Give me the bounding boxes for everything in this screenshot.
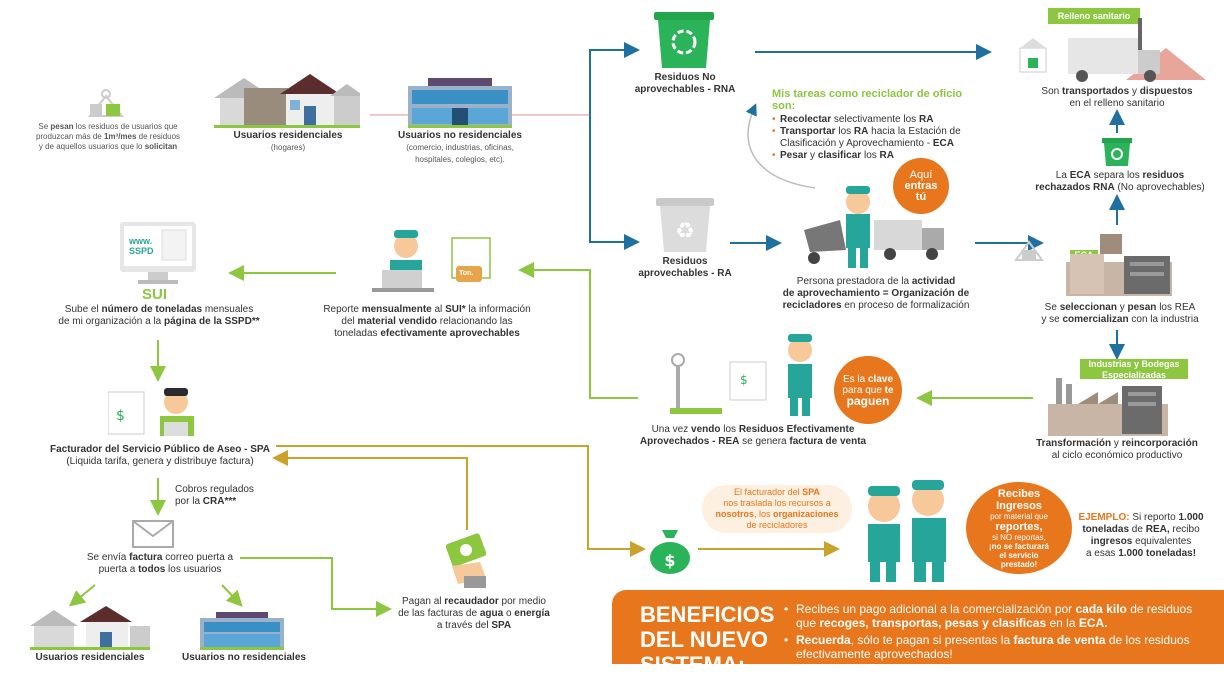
building-icon xyxy=(408,78,512,128)
ton-label: Ton. xyxy=(459,270,474,277)
svg-text:$: $ xyxy=(664,551,675,570)
res-users-label: Usuarios residenciales (hogares) xyxy=(233,130,343,152)
svg-text:♻: ♻ xyxy=(675,219,695,244)
facturador-icon: $ xyxy=(108,388,194,436)
green-bin-icon xyxy=(654,12,714,68)
benefits-panel: BENEFICIOS DEL NUEVO SISTEMA: Recibes un… xyxy=(612,590,1224,677)
factory-icon xyxy=(1048,378,1168,436)
ra-label: Residuos aprovechables - RA xyxy=(638,256,732,279)
industrias-tag: Industrias y Bodegas Especializadas xyxy=(1080,359,1188,380)
industrias-text: Transformación y reincorporación al cicl… xyxy=(1036,438,1198,461)
bottom-res-label: Usuarios residenciales xyxy=(35,652,145,663)
benefits-heading: BENEFICIOS DEL NUEVO SISTEMA: xyxy=(640,602,775,677)
eca-building-icon xyxy=(1066,234,1172,296)
scale-icon xyxy=(87,89,125,117)
benefit-item: Recibes un pago adicional a la comercial… xyxy=(784,602,1214,630)
svg-text:$: $ xyxy=(740,373,748,387)
persona-text: Persona prestadora de la actividad de ap… xyxy=(782,276,970,311)
small-green-bin-icon xyxy=(1102,138,1132,166)
reporting-person-icon xyxy=(372,230,491,292)
task-item: Transportar los RA hacia la Estación de … xyxy=(772,126,972,150)
sui-screen-text: www. SSPD xyxy=(129,236,154,256)
spa-bubble: El facturador del SPA nos traslada los r… xyxy=(702,485,852,533)
pesan-text: Se pesan los residuos de usuarios que pr… xyxy=(35,122,181,151)
task-item: Recolectar selectivamente los RA xyxy=(772,114,972,126)
relleno-tag: Relleno sanitario xyxy=(1048,8,1140,24)
ingresos-badge: Recibes Ingresos por material que report… xyxy=(966,482,1072,574)
correo-text: Se envía factura correo puerta a puerta … xyxy=(86,552,234,575)
recaudador-text: Pagan al recaudador por medio de las fac… xyxy=(398,596,550,631)
facturador-label: Facturador del Servicio Público de Aseo … xyxy=(49,444,271,467)
users-to-recaudador-arrow xyxy=(240,557,392,617)
computer-icon xyxy=(120,222,196,284)
money-bag-icon: $ xyxy=(650,530,690,574)
sui-text: Sube el número de toneladas mensuales de… xyxy=(58,304,260,327)
bottom-building-icon xyxy=(200,612,284,650)
nonres-users-label: Usuarios no residenciales (comercio, ind… xyxy=(398,130,522,164)
envelope-icon xyxy=(132,520,174,548)
svg-text:$: $ xyxy=(116,408,125,424)
reporte-text: Reporte mensualmente al SUI* la informac… xyxy=(323,304,531,339)
tasks-box: Mis tareas como reciclador de oficio son… xyxy=(772,88,972,162)
clave-badge: Es la clave para que te paguen xyxy=(834,356,902,424)
scale-invoice-recycler-icon: $ xyxy=(670,334,812,416)
eca-text: Se seleccionan y pesan los REA y se come… xyxy=(1041,302,1199,325)
correo-to-res-arrow xyxy=(68,584,96,607)
two-recyclers-icon xyxy=(868,480,946,582)
tasks-loop-arrow xyxy=(745,103,816,189)
recaudador-to-facturador-arrow xyxy=(272,450,468,530)
benefit-item: Recuerda, sólo te pagan si presentas la … xyxy=(784,633,1214,661)
recycle-bin-icon: ♻ xyxy=(656,198,714,252)
eca-sep-text: La ECA separa los residuos rechazados RN… xyxy=(1035,170,1205,193)
landfill-truck-icon xyxy=(1019,18,1206,82)
ejemplo-text: EJEMPLO: Si reporto 1.000 toneladas de R… xyxy=(1078,512,1204,559)
small-scale-icon xyxy=(1014,240,1044,261)
relleno-text: Son transportados y dispuestos en el rel… xyxy=(1041,86,1193,109)
tasks-heading: Mis tareas como reciclador de oficio son… xyxy=(772,88,963,112)
rna-label: Residuos No aprovechables - RNA xyxy=(634,72,736,95)
bottom-nonres-label: Usuarios no residenciales xyxy=(182,652,306,663)
recycler-truck-icon xyxy=(804,186,944,268)
bottom-houses-icon xyxy=(30,606,150,650)
factura-venta-text: Una vez vendo los Residuos Efectivamente… xyxy=(639,424,867,447)
houses-icon xyxy=(214,74,360,128)
factura-to-reporte-arrow xyxy=(518,262,638,399)
cobros-text: Cobros regulados por la CRA*** xyxy=(175,484,254,507)
facturador-to-money-arrow xyxy=(276,445,646,557)
correo-to-nonres-arrow xyxy=(221,584,243,607)
task-item: Pesar y clasificar los RA xyxy=(772,150,972,162)
split-to-ra-arrow xyxy=(589,115,640,250)
sui-label: SUI xyxy=(142,286,168,303)
money-hand-icon xyxy=(445,533,487,588)
